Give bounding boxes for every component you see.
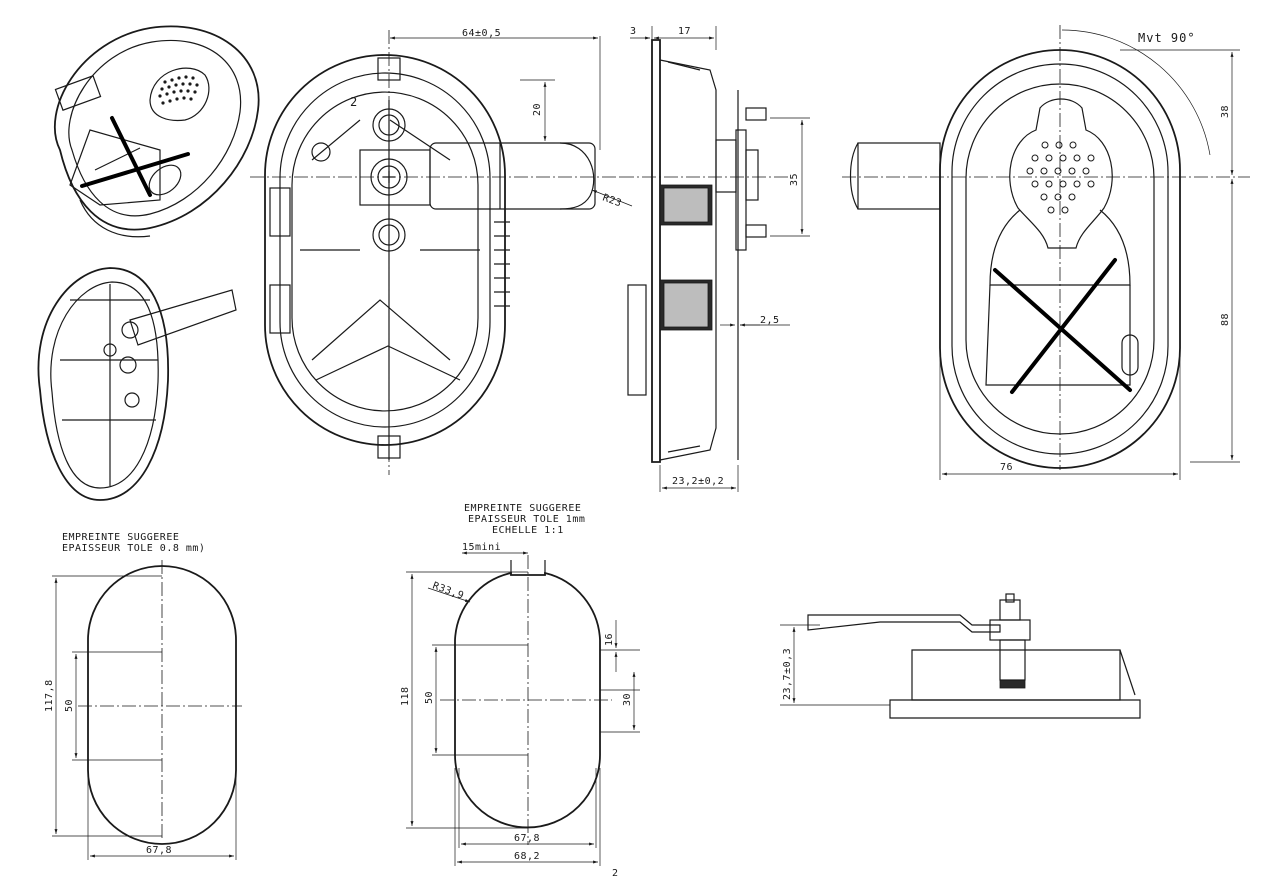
dim-64: 64±0,5 <box>462 28 501 39</box>
cutout1-title-line2: EPAISSEUR TOLE 0.8 mm) <box>62 543 205 554</box>
cutout2-title-line1: EMPREINTE SUGGEREE <box>464 503 581 514</box>
dim-20: 20 <box>532 103 543 116</box>
dim-38: 38 <box>1220 105 1231 118</box>
side-elevation-view: 23,7±0,3 <box>780 593 1141 719</box>
dim-50-b: 50 <box>424 691 435 704</box>
dim-23-7: 23,7±0,3 <box>782 648 793 700</box>
dim-88: 88 <box>1220 313 1231 326</box>
cutout1-title-line1: EMPREINTE SUGGEREE <box>62 532 179 543</box>
cross-out-mark <box>80 116 190 197</box>
cutout-1mm: EMPREINTE SUGGEREE EPAISSEUR TOLE 1mm EC… <box>400 503 640 879</box>
dim-r23: R23 <box>601 192 623 209</box>
dim-67-8-a: 67,8 <box>146 845 172 856</box>
isometric-view-back <box>37 267 237 501</box>
page-index: 2 <box>612 868 619 879</box>
dim-50-a: 50 <box>64 699 75 712</box>
front-view: 2 <box>250 30 620 475</box>
dim-117-8: 117,8 <box>44 679 55 712</box>
dim-76: 76 <box>1000 462 1013 473</box>
iso-grip-dots <box>158 75 199 105</box>
dim-35: 35 <box>789 173 800 186</box>
rear-view: Mvt 90° <box>842 25 1250 470</box>
cutout-08mm: EMPREINTE SUGGEREE EPAISSEUR TOLE 0.8 mm… <box>44 532 242 860</box>
dim-67-8-b: 67,8 <box>514 833 540 844</box>
face-mark-digit: 2 <box>350 95 358 109</box>
cross-out-mark-rear <box>993 258 1132 394</box>
dim-2-5: 2,5 <box>760 315 780 326</box>
dim-23-2: 23,2±0,2 <box>672 476 724 487</box>
dim-r33-9: R33,9 <box>431 580 465 601</box>
rear-grip-dots <box>1026 141 1095 214</box>
dim-30: 30 <box>622 693 633 706</box>
front-rib-teeth <box>494 221 510 307</box>
cutout2-title-line2: EPAISSEUR TOLE 1mm <box>468 514 585 525</box>
side-section-view <box>620 39 790 463</box>
dim-15-mini: 15mini <box>462 542 501 553</box>
cutout2-title-line3: ECHELLE 1:1 <box>492 525 564 536</box>
dim-16: 16 <box>604 633 615 646</box>
rear-view-dimensions: 38 88 76 <box>939 49 1240 480</box>
rotation-label: Mvt 90° <box>1138 31 1196 45</box>
dim-68-2: 68,2 <box>514 851 540 862</box>
side-view-dimensions: 17 3 35 2,5 23,2±0,2 <box>630 26 810 492</box>
dim-118: 118 <box>400 686 411 706</box>
front-view-dimensions: 64±0,5 20 R23 <box>390 28 633 210</box>
dim-17: 17 <box>678 26 691 37</box>
dim-3: 3 <box>630 26 637 37</box>
isometric-view-top <box>54 25 260 238</box>
